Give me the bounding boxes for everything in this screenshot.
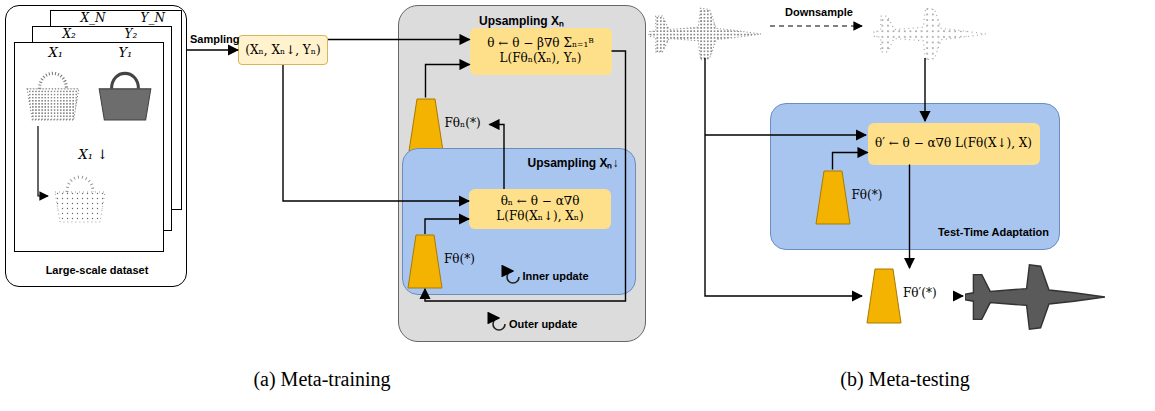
- node-text: θ′ ← θ − α∇θ L(Fθ(X↓), X): [873, 136, 1035, 151]
- node-text: θ ← θ − β∇θ Σₙ₌₁ᴮ L(Fθₙ(Xₙ), Yₙ): [475, 36, 607, 66]
- node-text: Fθ′(*): [903, 286, 937, 300]
- network-block: Fθ(*): [815, 170, 897, 225]
- network-block: Fθ(*): [407, 234, 489, 289]
- flow-arrow: [425, 219, 469, 234]
- adaptation-panel: Test-Time Adaptation θ′ ← θ − α∇θ L(Fθ(X↓…: [770, 103, 1060, 250]
- trapezoid-shape: [409, 99, 443, 151]
- trapezoid-shape: [816, 171, 850, 224]
- update-formula: θ′ ← θ − α∇θ L(Fθ(X↓), X): [868, 123, 1040, 165]
- update-formula: θₙ ← θ − α∇θ L(Fθ(Xₙ↓), Xₙ): [469, 189, 611, 229]
- input-wire: [705, 134, 866, 135]
- annotation: Downsample: [785, 6, 853, 18]
- downsample-dashed-arrow: [770, 25, 862, 26]
- dataset-panel: Large-scale dataset X_N Y_N X₂ Y₂ X₁ Y₁ X₁ ↓: [5, 5, 187, 287]
- node-text: X₁ ↓: [79, 147, 109, 162]
- node-text: Outer update: [509, 318, 577, 330]
- node-text: X₁: [49, 45, 63, 60]
- node-text: Upsampling Xₙ: [399, 12, 644, 29]
- loop-icon: [493, 318, 505, 330]
- flow-arrow: [328, 39, 470, 40]
- flow-arrow: [426, 65, 470, 98]
- input-plane: [649, 8, 761, 60]
- network-block: Fθₙ(*): [408, 98, 490, 152]
- data-card: X₁ Y₁ X₁ ↓: [14, 42, 164, 252]
- node-text: θₙ ← θ − α∇θ L(Fθ(Xₙ↓), Xₙ): [474, 194, 606, 224]
- outer-loop-panel: Upsampling Xₙ Outer update θ ← θ − β∇θ Σₙ₌…: [398, 5, 646, 342]
- node-text: Upsampling Xₙ↓: [527, 154, 618, 171]
- edge-label: Sampling: [190, 33, 240, 45]
- node-text: Fθ(*): [444, 252, 475, 266]
- output-plane: [965, 265, 1105, 329]
- network-block: Fθ′(*): [866, 268, 948, 324]
- sample-box: (Xₙ, Xₙ↓, Yₙ): [238, 35, 328, 65]
- node-text: (Xₙ, Xₙ↓, Yₙ): [245, 43, 320, 57]
- flow-arrow: [490, 125, 505, 190]
- loop-icon: [507, 271, 519, 283]
- node-text: X_N: [81, 11, 106, 25]
- node-text: Fθₙ(*): [445, 116, 481, 130]
- node-text: Y₂: [125, 27, 138, 41]
- input-wire: [705, 58, 862, 296]
- node-text: Test-Time Adaptation: [938, 226, 1049, 238]
- caption: (b) Meta-testing: [805, 368, 1005, 391]
- flow-arrow: [187, 49, 238, 50]
- output-arrow: [953, 295, 963, 296]
- downsample-arrow: [38, 126, 48, 196]
- node-text: X₂: [63, 27, 76, 41]
- node-text: Large-scale dataset: [6, 264, 188, 276]
- trapezoid-shape: [815, 170, 851, 225]
- node-text: Inner update: [523, 270, 589, 282]
- flow-arrow: [283, 65, 469, 201]
- flow-arrow: [909, 165, 910, 269]
- downsampled-plane: [874, 8, 986, 60]
- flow-arrow: [425, 51, 626, 301]
- inner-loop-panel: Upsampling Xₙ↓ Inner update θₙ ← θ − α∇θ L…: [402, 148, 636, 295]
- trapezoid-shape: [867, 269, 901, 323]
- trapezoid-shape: [407, 234, 443, 289]
- downsampled-bag: [55, 177, 105, 222]
- caption: (a) Meta-training: [222, 368, 422, 391]
- node-text: Fθ(*): [852, 188, 883, 202]
- node-text: Y_N: [141, 11, 165, 25]
- flow-arrow: [833, 153, 868, 170]
- trapezoid-shape: [408, 98, 444, 152]
- update-formula: θ ← θ − β∇θ Σₙ₌₁ᴮ L(Fθₙ(Xₙ), Yₙ): [470, 28, 612, 75]
- input-bag: [27, 73, 79, 120]
- node-text: Y₁: [119, 45, 133, 60]
- trapezoid-shape: [866, 268, 902, 324]
- trapezoid-shape: [408, 235, 442, 288]
- downsampled-wire: [924, 58, 925, 121]
- target-bag: [99, 73, 151, 120]
